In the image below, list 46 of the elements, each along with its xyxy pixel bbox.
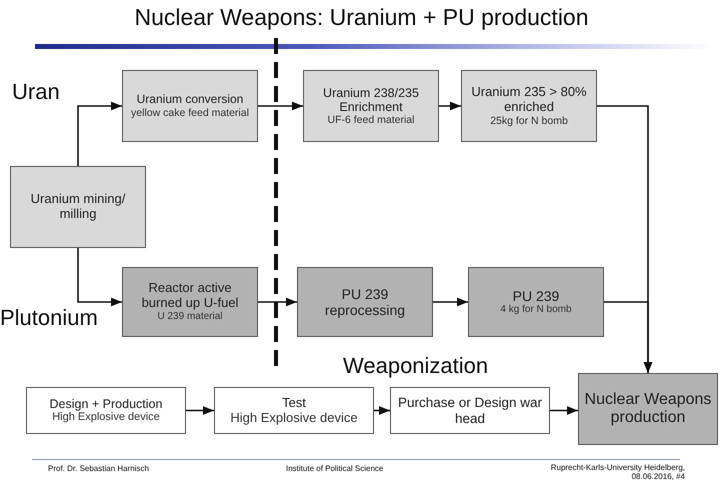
footer-text: Ruprecht-Karls-University Heidelberg, 08.06.2016, #4 (550, 464, 685, 482)
arrow (258, 298, 297, 306)
process-box (122, 70, 258, 142)
box-note: High Explosive device (230, 410, 358, 426)
arrow (433, 298, 468, 306)
arrow (604, 301, 652, 373)
arrow (258, 102, 303, 110)
row-label: Uran (12, 80, 60, 104)
box-note: UF-6 feed material (328, 114, 414, 126)
process-box (461, 70, 597, 142)
box-title: Uranium mining/ milling (30, 192, 126, 222)
process-box (26, 387, 186, 434)
box-title: Purchase or Design war head (396, 394, 544, 426)
footer-text: Institute of Political Science (286, 465, 384, 474)
box-note: 4 kg for N bomb (500, 304, 572, 316)
process-box (10, 166, 146, 248)
row-label: Plutonium (0, 306, 98, 330)
box-note: 25kg for N bomb (490, 114, 568, 127)
box-title: Uranium conversion (136, 93, 244, 107)
process-box (214, 387, 374, 434)
slide-title: Nuclear Weapons: Uranium + PU production (133, 4, 590, 31)
box-note: U 239 material (157, 311, 223, 323)
process-box (578, 373, 718, 445)
process-box (468, 267, 604, 337)
footer-text: Prof. Dr. Sebastian Harnisch (48, 465, 149, 474)
box-note: High Explosive device (52, 411, 160, 424)
box-title: PU 239 (512, 288, 560, 304)
arrow (550, 406, 578, 415)
box-title: PU 239 reprocessing (324, 286, 406, 318)
arrow (439, 102, 461, 110)
box-note: yellow cake feed material (131, 106, 249, 119)
box-title: Uranium 235 > 80% enriched (470, 85, 588, 115)
arrow (186, 406, 214, 415)
box-title: Test (282, 396, 306, 410)
process-box (122, 267, 258, 337)
box-title: Reactor active burned up U-fuel (140, 281, 240, 312)
box-title: Nuclear Weapons production (584, 390, 712, 428)
box-title: Uranium 238/235 Enrichment (322, 86, 420, 114)
arrow (77, 102, 122, 166)
process-box (297, 267, 433, 337)
process-box (390, 387, 550, 434)
section-label: Weaponization (343, 354, 488, 378)
box-title: Design + Production (50, 396, 162, 412)
arrow (77, 248, 122, 306)
process-box (303, 70, 439, 142)
arrow (374, 406, 390, 415)
